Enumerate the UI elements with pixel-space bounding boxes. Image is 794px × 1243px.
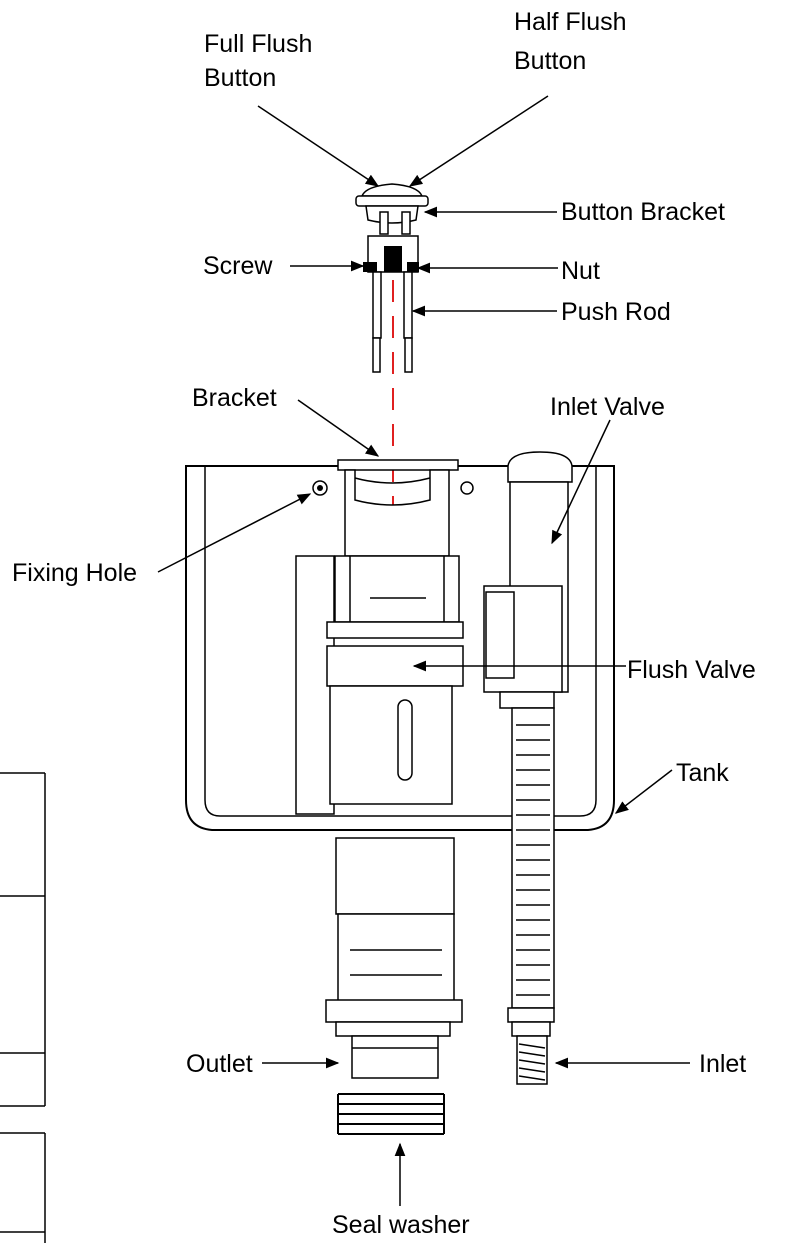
label-button-bracket: Button Bracket bbox=[561, 198, 725, 226]
label-screw: Screw bbox=[203, 252, 273, 280]
label-nut: Nut bbox=[561, 257, 600, 285]
label-bracket: Bracket bbox=[192, 384, 277, 412]
table-frame-fragment bbox=[0, 772, 46, 1243]
label-outlet: Outlet bbox=[186, 1050, 253, 1078]
leader-full-flush bbox=[257, 105, 380, 187]
label-full-flush-line1: Full Flush bbox=[204, 30, 312, 58]
label-full-flush-line2: Button bbox=[204, 64, 276, 92]
tank-inner-wall bbox=[204, 466, 597, 817]
leader-half-flush bbox=[408, 95, 549, 187]
label-half-flush-line2: Button bbox=[514, 47, 586, 75]
label-push-rod: Push Rod bbox=[561, 298, 671, 326]
leader-lines bbox=[157, 95, 690, 1206]
leader-inlet-valve bbox=[551, 419, 611, 545]
inlet-valve-body bbox=[483, 451, 573, 1037]
tank-outline bbox=[185, 465, 615, 831]
button-assembly bbox=[355, 183, 429, 373]
flush-valve-body bbox=[325, 459, 464, 1037]
label-flush-valve: Flush Valve bbox=[627, 656, 756, 684]
label-half-flush-line1: Half Flush bbox=[514, 8, 627, 36]
fixing-hole-icon bbox=[312, 480, 328, 496]
labels: Full Flush Button Half Flush Button Butt… bbox=[12, 8, 756, 1239]
leader-bracket bbox=[297, 399, 380, 457]
leader-fixing-hole bbox=[157, 493, 312, 573]
label-seal-washer: Seal washer bbox=[332, 1211, 470, 1239]
label-inlet-valve: Inlet Valve bbox=[550, 393, 665, 421]
label-fixing-hole: Fixing Hole bbox=[12, 559, 137, 587]
seal-washer bbox=[337, 1093, 445, 1135]
outlet-pipe bbox=[351, 1035, 439, 1079]
fixing-hole-icon bbox=[460, 481, 474, 495]
leader-tank bbox=[614, 769, 673, 814]
label-inlet: Inlet bbox=[699, 1050, 746, 1078]
label-tank: Tank bbox=[676, 759, 729, 787]
